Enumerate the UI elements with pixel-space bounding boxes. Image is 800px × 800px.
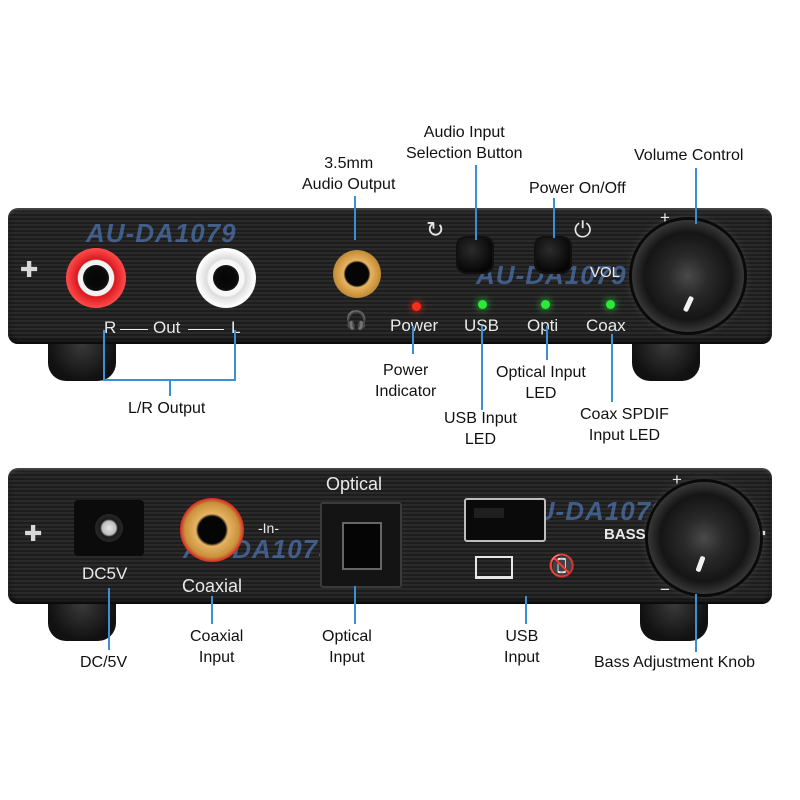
callout-line bbox=[525, 596, 527, 624]
volume-knob[interactable] bbox=[632, 220, 744, 332]
label-coax: Coax bbox=[586, 316, 626, 335]
coax-led bbox=[606, 300, 615, 309]
callout-line bbox=[412, 326, 414, 354]
callout-optical-led: Optical Input LED bbox=[496, 364, 586, 402]
callout-volume-control: Volume Control bbox=[634, 147, 744, 164]
label-out: Out bbox=[153, 318, 181, 337]
callout-line bbox=[354, 196, 356, 240]
label-l: L bbox=[231, 318, 241, 337]
dc-power-jack[interactable] bbox=[74, 500, 144, 556]
callout-line bbox=[611, 334, 613, 402]
callout-line bbox=[234, 330, 236, 380]
usb-input-port[interactable] bbox=[464, 498, 546, 542]
label-bass: BASS bbox=[604, 526, 646, 543]
rotate-icon: ↻ bbox=[426, 218, 445, 243]
audio-output-jack[interactable] bbox=[333, 250, 381, 298]
optical-led bbox=[541, 300, 550, 309]
callout-line bbox=[211, 596, 213, 624]
label-r: R bbox=[104, 318, 117, 337]
label-optical: Optical bbox=[326, 474, 383, 494]
callout-usb-input: USB Input bbox=[504, 628, 540, 666]
callout-line bbox=[108, 588, 110, 650]
callout-line bbox=[546, 326, 548, 360]
front-panel: AU-DA1079 AU-DA1079 ✚ R Out L 🎧 ↻ ⏻ Powe… bbox=[8, 208, 772, 344]
callout-lr-output: L/R Output bbox=[128, 400, 206, 417]
power-led bbox=[412, 302, 421, 311]
callout-usb-led: USB Input LED bbox=[444, 410, 517, 448]
headphone-icon: 🎧 bbox=[345, 310, 368, 331]
label-usb: USB bbox=[464, 316, 499, 336]
rca-output-right[interactable] bbox=[66, 248, 126, 308]
no-phone-icon: 📵 bbox=[548, 554, 576, 579]
label-coaxial: Coaxial bbox=[182, 576, 243, 596]
callout-coaxial-input: Coaxial Input bbox=[190, 628, 244, 666]
laptop-icon bbox=[475, 556, 513, 579]
callout-power-onoff: Power On/Off bbox=[529, 180, 626, 197]
callout-line bbox=[169, 380, 171, 396]
callout-dc: DC/5V bbox=[80, 654, 128, 671]
screw-icon: ✚ bbox=[24, 522, 43, 547]
callout-line bbox=[475, 165, 477, 240]
label-power: Power bbox=[390, 316, 439, 335]
out-bracket-right bbox=[188, 329, 224, 330]
callout-power-indicator: Power Indicator bbox=[375, 362, 437, 400]
coaxial-input-jack[interactable] bbox=[180, 498, 244, 562]
callout-coax-led: Coax SPDIF Input LED bbox=[580, 406, 669, 444]
callout-line bbox=[553, 198, 555, 238]
optical-input-port[interactable] bbox=[320, 502, 402, 588]
bass-knob[interactable] bbox=[648, 482, 760, 594]
label-vol: VOL bbox=[590, 264, 621, 281]
label-in: -In- bbox=[258, 520, 279, 536]
callout-line bbox=[481, 326, 483, 410]
power-icon: ⏻ bbox=[574, 218, 592, 243]
callout-line bbox=[354, 586, 356, 624]
input-selection-button[interactable] bbox=[458, 238, 492, 272]
callout-optical-input: Optical Input bbox=[322, 628, 372, 666]
watermark: AU-DA1079 bbox=[86, 218, 237, 248]
label-bass-plus: + bbox=[672, 470, 682, 489]
callout-input-selection: Audio Input Selection Button bbox=[406, 124, 523, 162]
usb-led bbox=[478, 300, 487, 309]
label-opti: Opti bbox=[527, 316, 559, 335]
callout-bass-knob: Bass Adjustment Knob bbox=[594, 654, 755, 671]
callout-line bbox=[103, 330, 105, 380]
rca-output-left[interactable] bbox=[196, 248, 256, 308]
out-bracket-left bbox=[120, 329, 148, 330]
callout-line bbox=[695, 168, 697, 224]
callout-audio-output: 3.5mm Audio Output bbox=[302, 155, 396, 193]
power-button[interactable] bbox=[536, 238, 570, 272]
label-bass-minus: − bbox=[660, 580, 670, 599]
rear-panel: AU-DA1079 AU-DA1079 ✚ ✚ DC5V -In- Coaxia… bbox=[8, 468, 772, 604]
label-vol-plus: + bbox=[660, 208, 670, 227]
screw-icon: ✚ bbox=[20, 258, 39, 283]
label-dc5v: DC5V bbox=[82, 564, 128, 583]
callout-line bbox=[695, 594, 697, 652]
